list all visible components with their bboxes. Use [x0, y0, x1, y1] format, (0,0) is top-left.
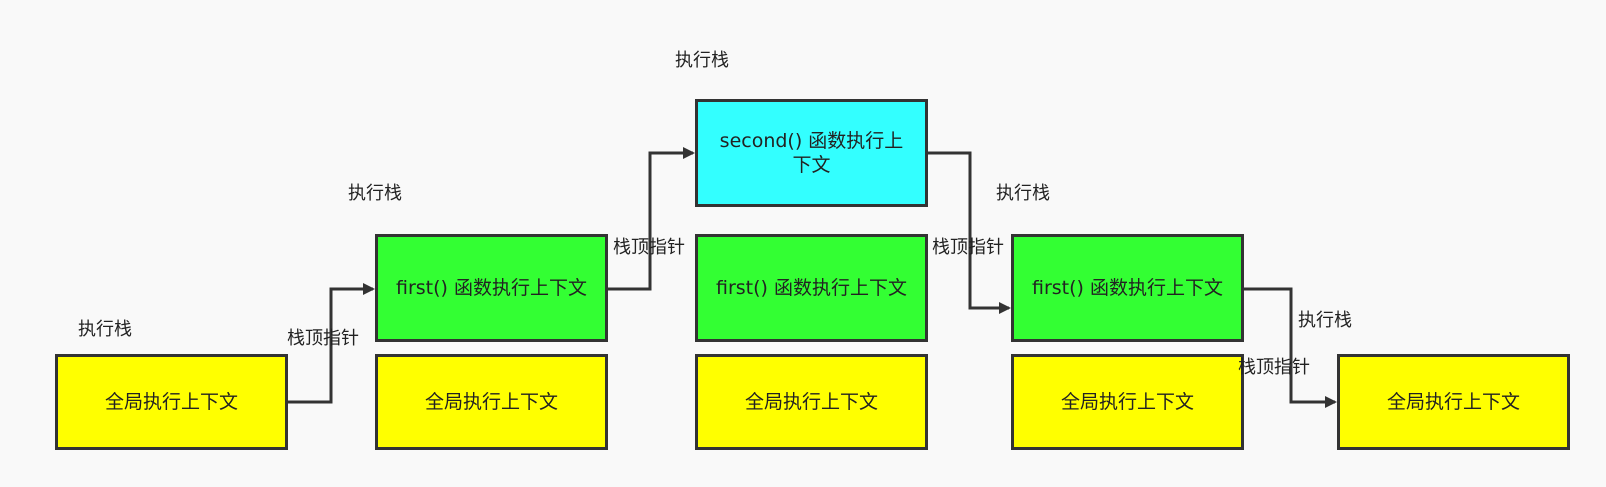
arrow-1-pointer-label: 栈顶指针 — [287, 328, 359, 349]
stack-1-global-context-label: 全局执行上下文 — [104, 391, 238, 413]
stack-2-global-context-label: 全局执行上下文 — [424, 391, 558, 413]
stack-2-title: 执行栈 — [348, 183, 402, 204]
arrow-4 — [1243, 287, 1337, 408]
stack-5-global-context-label: 全局执行上下文 — [1386, 391, 1520, 413]
arrow-3-pointer-label: 栈顶指针 — [932, 237, 1004, 258]
stack-2-first-context-label: first() 函数执行上下文 — [396, 277, 587, 299]
arrow-2 — [607, 147, 695, 291]
stack-2-global-context: 全局执行上下文 — [375, 354, 608, 450]
stack-3-title: 执行栈 — [675, 50, 729, 71]
stack-2-first-context: first() 函数执行上下文 — [375, 234, 608, 342]
arrow-4-pointer-label: 栈顶指针 — [1238, 357, 1310, 378]
stack-4-global-context-label: 全局执行上下文 — [1060, 391, 1194, 413]
stack-4-global-context: 全局执行上下文 — [1011, 354, 1244, 450]
stack-1-global-context: 全局执行上下文 — [55, 354, 288, 450]
arrow-1 — [287, 283, 375, 404]
stack-3-first-context-label: first() 函数执行上下文 — [716, 277, 907, 299]
arrow-3 — [926, 151, 1011, 314]
arrow-2-pointer-label: 栈顶指针 — [613, 237, 685, 258]
stack-3-global-context-label: 全局执行上下文 — [744, 391, 878, 413]
stack-5-global-context: 全局执行上下文 — [1337, 354, 1570, 450]
stack-3-global-context: 全局执行上下文 — [695, 354, 928, 450]
stack-4-title: 执行栈 — [996, 183, 1050, 204]
stack-3-second-context-label: second() 函数执行上下文 — [719, 130, 904, 176]
stack-4-first-context-label: first() 函数执行上下文 — [1032, 277, 1223, 299]
stack-4-first-context: first() 函数执行上下文 — [1011, 234, 1244, 342]
stack-5-title: 执行栈 — [1298, 310, 1352, 331]
stack-3-first-context: first() 函数执行上下文 — [695, 234, 928, 342]
stack-3-second-context: second() 函数执行上下文 — [695, 99, 928, 207]
stack-1-title: 执行栈 — [78, 319, 132, 340]
